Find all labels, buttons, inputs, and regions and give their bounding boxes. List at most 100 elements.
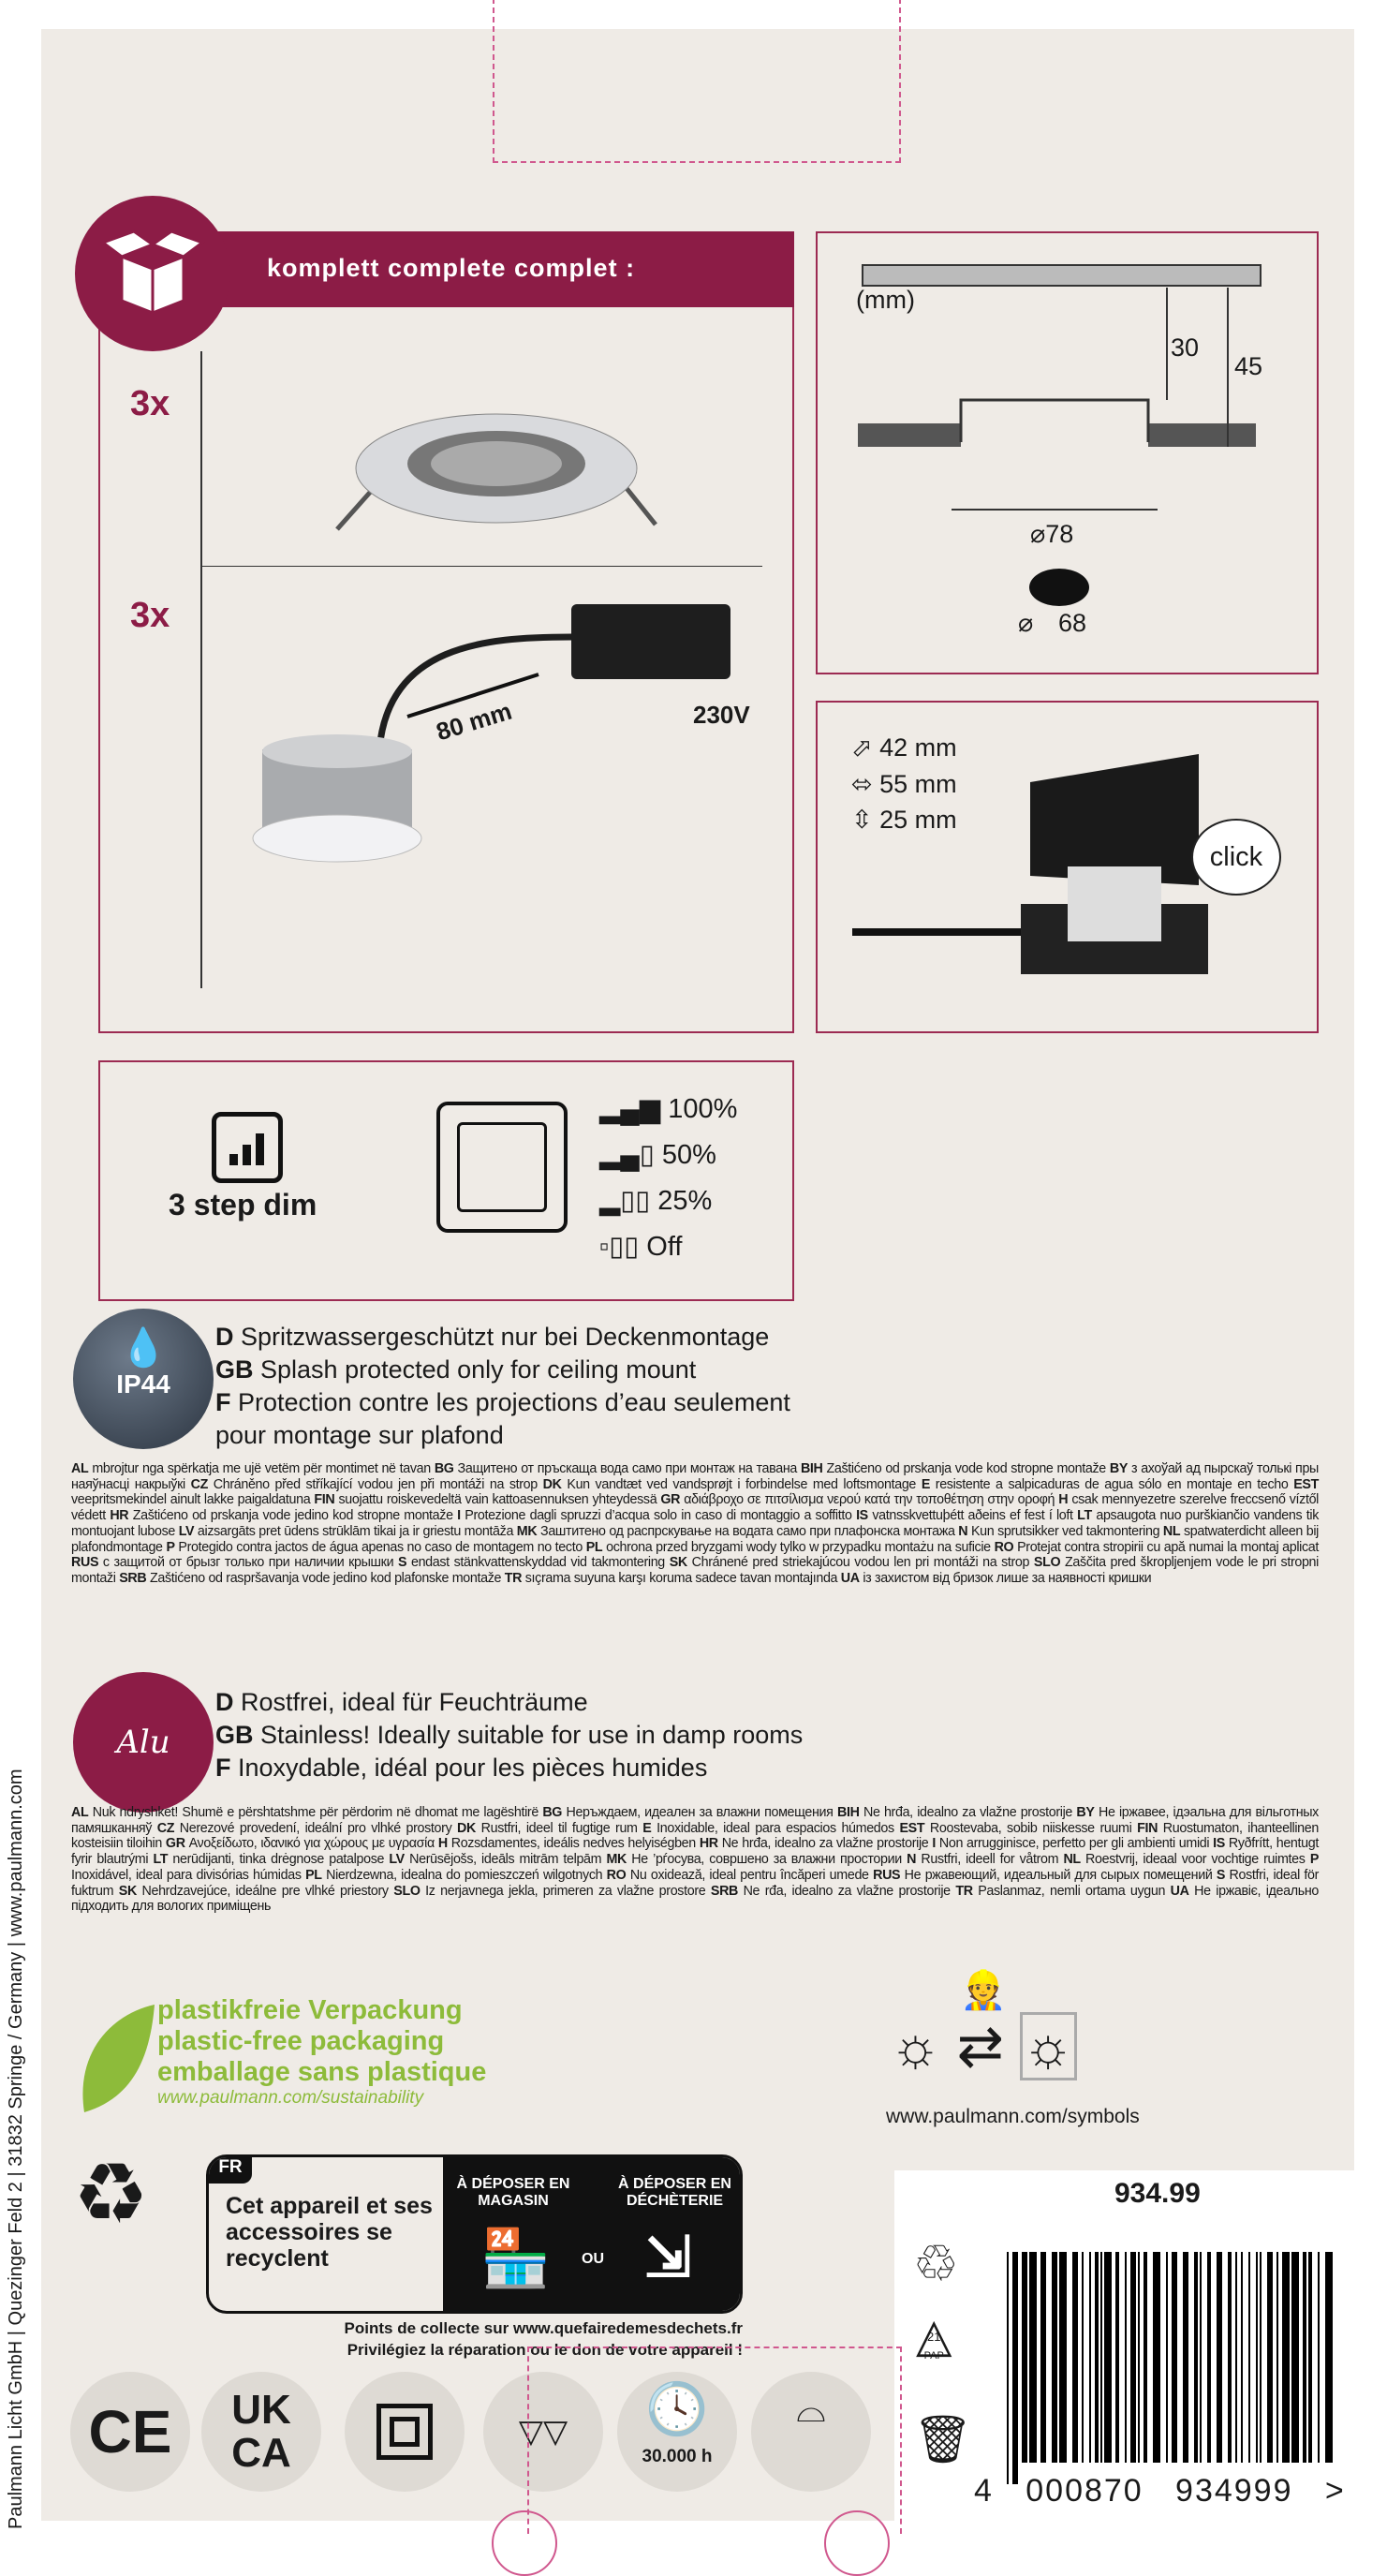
background-panel [41,29,1354,2170]
click-bubble: click [1191,819,1281,896]
ip44-badge: 💧IP44 [73,1309,214,1449]
collection-notes: Points de collecte sur www.quefairedemes… [206,2317,743,2361]
dim-length-value: 42 mm [879,733,957,762]
barcode-bar [1217,2252,1222,2463]
wall-switch-hand-icon [436,1102,568,1233]
barcode-bar [1095,2252,1099,2463]
barcode-bar [1115,2252,1119,2463]
barcode-bar [1291,2252,1299,2463]
sustainability-link[interactable]: www.paulmann.com/sustainability [157,2088,424,2108]
fold-tab-bottom [527,2347,902,2534]
class-ii-icon [345,2372,465,2492]
barcode-bar [1153,2252,1160,2463]
lang-text: Stainless! Ideally suitable for use in d… [260,1721,804,1749]
dump-icon: ⇲ [644,2226,692,2288]
technician-icon: 👷 [960,1970,1007,2011]
level-off: ▫▯▯ Off [599,1232,683,1262]
collection-link: Points de collecte sur www.quefairedemes… [344,2319,743,2337]
packaging-de: plastikfreie Verpackung [157,1995,463,2025]
height-45: 45 [1234,352,1263,380]
barcode-bar [1282,2252,1290,2463]
store-icon: 🏪 [480,2227,551,2289]
level-50: ▂▄▯ 50% [599,1140,716,1170]
height-30: 30 [1171,333,1200,362]
alu-multilingual-text: AL Nuk ndryshket! Shumë e përshtatshme p… [71,1805,1320,1915]
packaging-text: plastikfreie Verpackung plastic-free pac… [157,1995,486,2109]
barcode-bar [1235,2252,1237,2463]
barcode-bar [1100,2252,1102,2463]
barcode-bar [1166,2252,1168,2463]
dimming-box [98,1060,794,1301]
barcode-bar [1082,2252,1084,2463]
barcode-bar [1308,2252,1312,2463]
barcode-bar [1241,2252,1243,2463]
ukca-top: UK [231,2387,291,2433]
lang-text: Protection contre les projections d’eau … [238,1388,790,1416]
dim-length: ⬀ 42 mm [851,733,957,762]
barcode-bar [1040,2252,1046,2463]
barcode-bar [1104,2252,1112,2463]
dimensions-box [816,231,1319,674]
repair-note: Privilégiez la réparation ou le don de v… [347,2341,743,2359]
barcode-bar [1052,2252,1057,2463]
barcode-bar [1089,2252,1091,2463]
quantity-module: 3x [130,596,170,635]
ukca-bottom: CA [231,2430,291,2476]
alu-text: D Rostfrei, ideal für Feuchträume GB Sta… [215,1686,803,1784]
dim-height: ⇳ 25 mm [851,806,957,834]
dim-icon [212,1112,283,1183]
triman-text: Cet appareil et ses accessoires se recyc… [226,2193,433,2272]
dim-levels: ▂▄▆ 100% ▂▄▯ 50% ▂▯▯ 25% ▫▯▯ Off [599,1087,737,1270]
fixture-ring-image [335,413,657,531]
junction-box-image [852,754,1208,974]
level-100: ▂▄▆ 100% [599,1094,738,1124]
ce-mark: CE [70,2372,190,2492]
lang-text: pour montage sur plafond [215,1421,504,1449]
level-text: 25% [657,1186,713,1216]
barcode-bar [1012,2252,1018,2484]
alu-badge: Alu [73,1672,214,1813]
ip-multilingual-text: AL mbrojtur nga spërkatja me ujë vetëm p… [71,1461,1320,1586]
lifetime-hours: 30.000 h [642,2447,713,2466]
quantity-fixture: 3x [130,384,170,423]
barcode-bar [1059,2252,1067,2463]
barcode-bar [1256,2252,1258,2463]
sun-icon: ☼ [890,2015,941,2078]
barcode-bar [1303,2252,1306,2463]
clock-icon: 🕓 [645,2381,709,2437]
pap-label: PAP [923,2350,944,2361]
lang-text: Inoxydable, idéal pour les pièces humide… [238,1754,708,1782]
unit-label: (mm) [856,286,915,314]
junction-box-panel [816,701,1319,1033]
mm-furniture-icon: ▽▽ [483,2372,603,2492]
lifetime-icon: 🕓 30.000 h [617,2372,737,2492]
pap-number: 21 [926,2330,941,2344]
leaf-icon [82,2005,155,2112]
barcode-bar [1144,2252,1147,2463]
weee-bin-icon: 🗑 [913,2413,973,2465]
dim-label: 3 step dim [169,1188,317,1221]
level-text: Off [646,1232,683,1262]
barcode-bar [1138,2252,1140,2463]
sun-boxed-icon: ☼ [1019,2012,1077,2080]
barcode-bar [1228,2252,1232,2463]
divider-vertical [200,351,202,988]
barcode-bar [1022,2252,1027,2463]
lang-code: GB [215,1721,254,1749]
lang-code: D [215,1688,234,1716]
lang-text: Rostfrei, ideal für Feuchträume [241,1688,588,1716]
barcode-bar [1207,2252,1211,2463]
barcode-bar [1194,2252,1198,2463]
company-address: Paulmann Licht GmbH | Quezinger Feld 2 |… [6,1769,26,2529]
barcode-bar [1029,2252,1037,2463]
lang-code: F [215,1388,231,1416]
barcode-bar [1260,2252,1262,2463]
diameter-label: ⌀78 [1030,520,1074,548]
packaging-fr: emballage sans plastique [157,2057,487,2087]
lang-text: Splash protected only for ceiling mount [260,1355,697,1384]
or-label: OU [582,2251,604,2267]
symbols-link[interactable]: www.paulmann.com/symbols [886,2106,1140,2127]
country-code: FR [209,2157,252,2184]
box-icon [75,196,230,351]
